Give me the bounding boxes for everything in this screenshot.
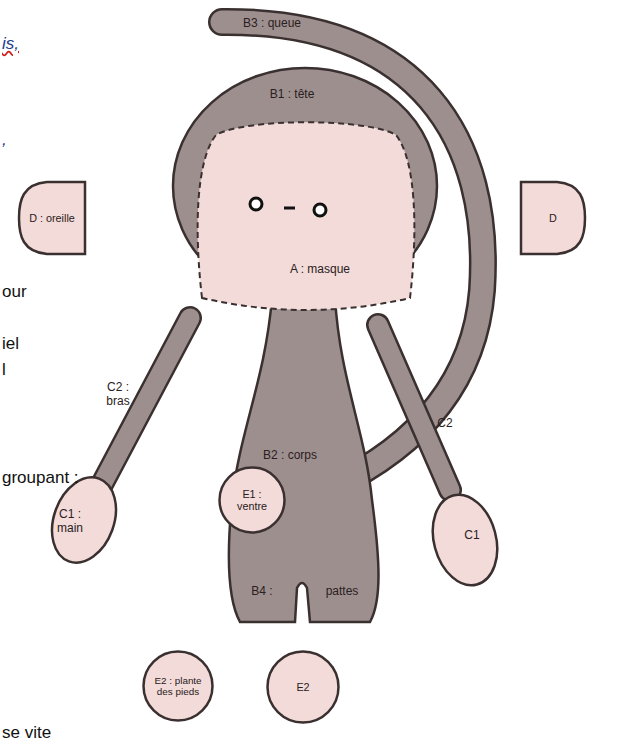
ear-piece: D: [519, 180, 587, 256]
part-label: D : oreille: [27, 212, 77, 224]
body: [229, 298, 379, 622]
circle-piece: E2 : plante des pieds: [142, 650, 214, 722]
part-label: C1: [457, 529, 487, 543]
part-label: A : masque: [275, 263, 365, 277]
part-label: B1 : tête: [252, 88, 332, 102]
part-label: B4 :: [242, 585, 282, 599]
text-fragment: se vite: [2, 723, 51, 743]
ear-piece: D : oreille: [17, 180, 87, 256]
text-fragment: groupant :: [2, 468, 79, 488]
arm: [378, 325, 450, 490]
text-fragment: iel: [2, 334, 19, 354]
mouth: [284, 207, 295, 210]
part-label: C2: [430, 417, 460, 431]
text-fragment: is,: [2, 34, 19, 54]
part-label: D: [533, 212, 573, 224]
part-label: pattes: [317, 585, 367, 599]
mask: [198, 122, 415, 310]
arm-outline: [100, 318, 190, 488]
part-label: E1 : ventre: [226, 488, 278, 513]
circle-piece: E2: [266, 650, 340, 724]
part-label: B2 : corps: [250, 449, 330, 463]
part-label: E2: [278, 681, 328, 693]
arm: [100, 318, 190, 488]
circle-piece: E1 : ventre: [218, 466, 286, 534]
text-fragment: l: [2, 360, 6, 380]
eye: [250, 198, 262, 210]
text-fragment: ,: [2, 130, 7, 150]
part-label: E2 : plante des pieds: [148, 675, 208, 698]
part-label: C1 : main: [50, 508, 90, 536]
hand: [423, 488, 507, 593]
eye: [314, 204, 326, 216]
arm-outline: [378, 325, 450, 490]
part-label: B3 : queue: [227, 17, 317, 31]
text-fragment: our: [2, 282, 27, 302]
part-label: C2 : bras: [99, 381, 137, 409]
